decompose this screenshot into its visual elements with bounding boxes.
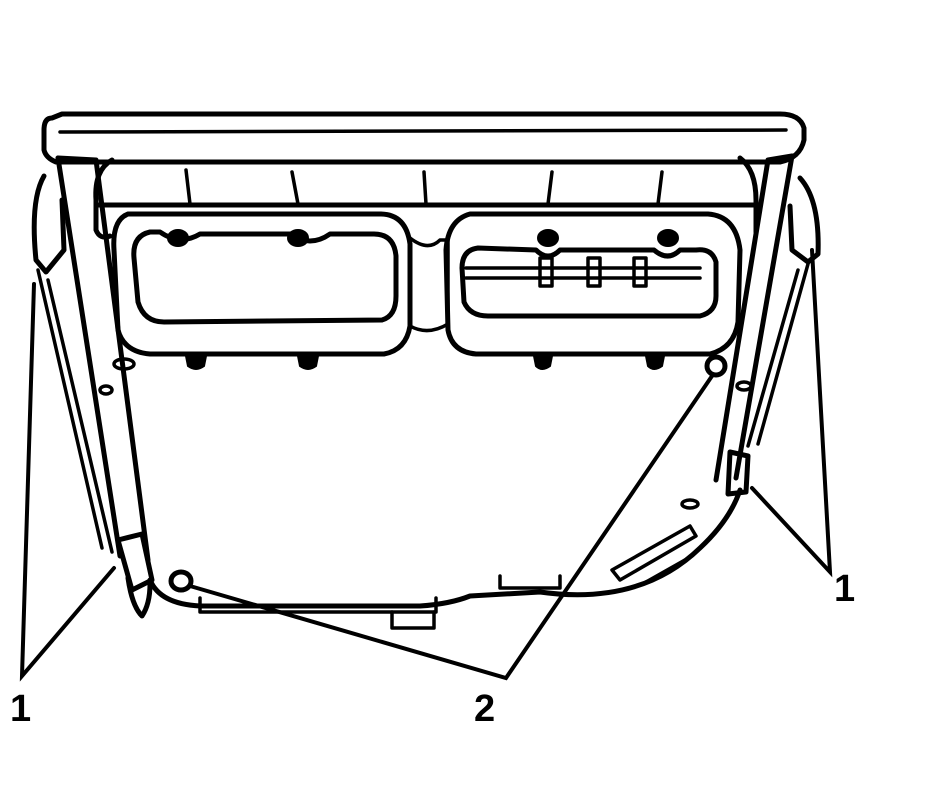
top-flange (41, 111, 807, 165)
center-bridge (408, 236, 450, 333)
leader-1-right (750, 248, 833, 578)
callout-1-right-label: 1 (834, 568, 856, 610)
leader-1-left (19, 282, 116, 682)
left-side-bracket (31, 155, 155, 619)
callout-2-label: 2 (474, 688, 496, 730)
connector-cover (93, 155, 759, 240)
right-connector (443, 211, 743, 370)
bottom-plate (147, 487, 743, 630)
left-connector (111, 211, 413, 371)
fastener-holes (168, 354, 728, 593)
callout-1-left-label: 1 (10, 688, 32, 730)
leader-lines (19, 248, 833, 682)
leader-2 (188, 374, 714, 681)
